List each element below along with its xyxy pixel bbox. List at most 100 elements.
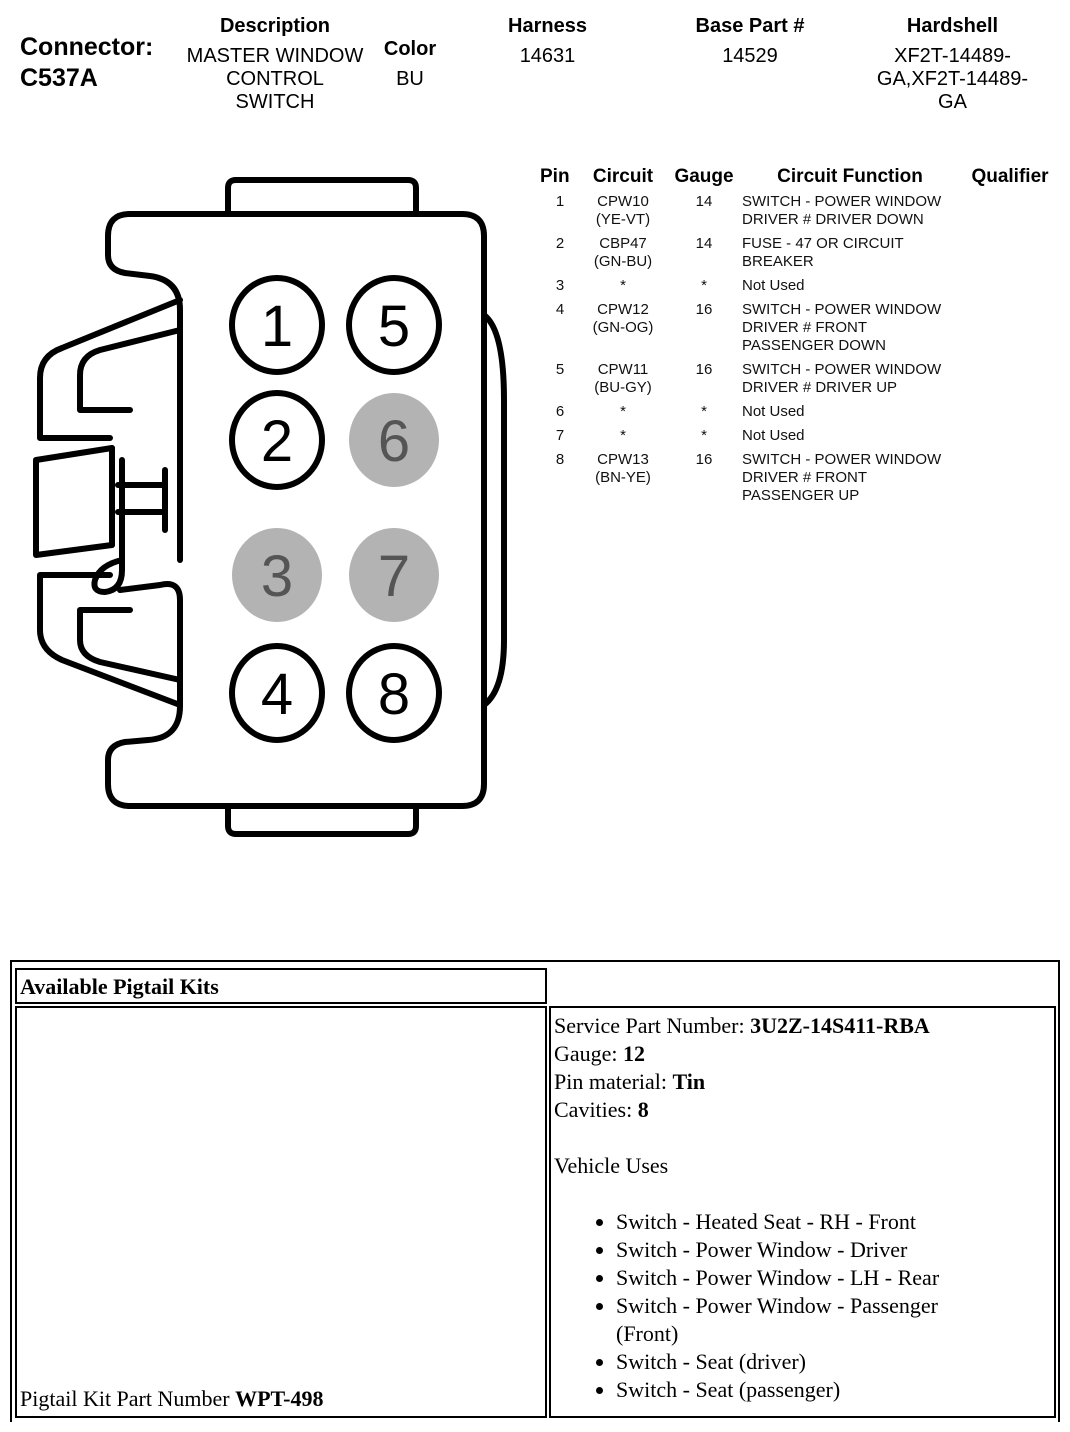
left-latch-upper-inner — [77, 327, 183, 413]
gauge-cell: * — [701, 277, 707, 294]
description-line: SWITCH — [235, 91, 315, 113]
pin-number: 2 — [555, 235, 565, 252]
hardshell-value: XF2T-14489- GA,XF2T-14489- GA — [855, 45, 1050, 114]
cavities-value: 8 — [637, 1097, 649, 1122]
pin-cavity — [349, 528, 439, 622]
pin-column-header: Pin — [540, 166, 570, 187]
connector-body-upper — [105, 211, 183, 433]
list-item: Switch - Power Window - Passenger (Front… — [616, 1292, 996, 1348]
gauge-cell: 14 — [695, 235, 713, 252]
gauge-value: 12 — [623, 1041, 646, 1066]
function-line: DRIVER # FRONT — [742, 469, 868, 486]
harness-value: 14631 — [519, 45, 576, 67]
hardshell-line: GA,XF2T-14489- — [876, 68, 1029, 90]
pin-cavity — [346, 643, 442, 743]
function-line: BREAKER — [742, 253, 814, 270]
pin-7: 7 — [349, 528, 439, 622]
pin-number: 4 — [555, 301, 565, 318]
cavities-line: Cavities: 8 — [554, 1096, 1052, 1124]
left-block-ribs — [115, 482, 168, 515]
pin-cavity — [349, 393, 439, 487]
harness-header: Harness — [508, 15, 587, 37]
pin-cavity — [229, 390, 325, 490]
pin-label: 7 — [378, 544, 410, 609]
hardshell-header: Hardshell — [906, 15, 999, 37]
vehicle-uses-heading: Vehicle Uses — [554, 1153, 669, 1178]
pigtail-title-cell: Available Pigtail Kits — [15, 968, 547, 1004]
gauge-column-header: Gauge — [674, 166, 734, 187]
left-latch-lower-inner — [77, 607, 183, 683]
left-latch-lower-outer — [37, 572, 183, 708]
cavities-label: Cavities: — [554, 1097, 638, 1122]
circuit-code: CPW10 — [597, 193, 649, 210]
color-header: Color — [383, 38, 437, 60]
pigtail-kit-part: Pigtail Kit Part Number WPT-498 — [20, 1385, 324, 1413]
gauge-line: Gauge: 12 — [554, 1040, 1052, 1068]
pin-number: 5 — [555, 361, 565, 378]
circuit-code: CPW13 — [597, 451, 649, 468]
connector-label-text: Connector: — [20, 33, 154, 61]
function-line: SWITCH - POWER WINDOW — [742, 301, 942, 318]
pin-material-value: Tin — [672, 1069, 706, 1094]
right-ridge — [481, 312, 507, 708]
base-part-header: Base Part # — [695, 15, 805, 37]
circuit-code: CPW12 — [597, 301, 649, 318]
function-line: SWITCH - POWER WINDOW — [742, 361, 942, 378]
function-line: FUSE - 47 OR CIRCUIT — [742, 235, 904, 252]
function-cell: Not Used — [742, 427, 805, 444]
pin-label: 5 — [378, 294, 410, 359]
circuit-color: (BU-GY) — [594, 379, 652, 396]
list-item: Switch - Seat (passenger) — [616, 1376, 1052, 1404]
function-line: DRIVER # DRIVER DOWN — [742, 211, 924, 228]
kit-part-label: Pigtail Kit Part Number — [20, 1386, 236, 1411]
pin-material-label: Pin material: — [554, 1069, 673, 1094]
pin-cavity — [229, 275, 325, 375]
function-line: DRIVER # FRONT — [742, 319, 868, 336]
circuit-color: (BN-YE) — [595, 469, 651, 486]
circuit-color: (YE-VT) — [595, 211, 651, 228]
function-cell: Not Used — [742, 277, 805, 294]
table-row: 6 * * Not Used — [540, 403, 1060, 421]
circuit-cell: CPW12(GN-OG) — [580, 301, 666, 355]
pin-number: 6 — [555, 403, 565, 420]
table-row: 3 * * Not Used — [540, 277, 1060, 295]
pigtail-section — [10, 960, 1060, 1422]
service-part-value: 3U2Z-14S411-RBA — [750, 1013, 930, 1038]
table-row: 7 * * Not Used — [540, 427, 1060, 445]
circuit-cell: * — [620, 403, 626, 420]
pin-cavity — [229, 643, 325, 743]
left-hook — [91, 457, 125, 595]
pin-5: 5 — [346, 275, 442, 375]
hardshell-line: GA — [938, 91, 967, 113]
function-line: DRIVER # DRIVER UP — [742, 379, 898, 396]
pin-3: 3 — [232, 528, 322, 622]
pin-label: 2 — [261, 409, 293, 474]
circuit-cell: * — [620, 277, 626, 294]
pin-label: 8 — [378, 662, 410, 727]
function-cell: Not Used — [742, 403, 805, 420]
function-line: SWITCH - POWER WINDOW — [742, 193, 942, 210]
description-line: MASTER WINDOW — [186, 45, 364, 67]
top-latch — [225, 177, 419, 217]
bottom-latch — [225, 803, 419, 837]
pin-label: 1 — [261, 294, 293, 359]
pin-2: 2 — [229, 390, 325, 490]
circuit-color: (GN-OG) — [592, 319, 654, 336]
circuit-cell: * — [620, 427, 626, 444]
gauge-cell: 16 — [695, 361, 713, 378]
function-column-header: Circuit Function — [777, 166, 923, 187]
left-latch-upper-outer — [37, 297, 183, 441]
list-item: Switch - Heated Seat - RH - Front — [616, 1208, 1052, 1236]
service-part-line: Service Part Number: 3U2Z-14S411-RBA — [554, 1012, 1052, 1040]
description-line: CONTROL — [226, 68, 324, 90]
pin-4: 4 — [229, 643, 325, 743]
pigtail-section-right-edge — [1058, 960, 1060, 1422]
